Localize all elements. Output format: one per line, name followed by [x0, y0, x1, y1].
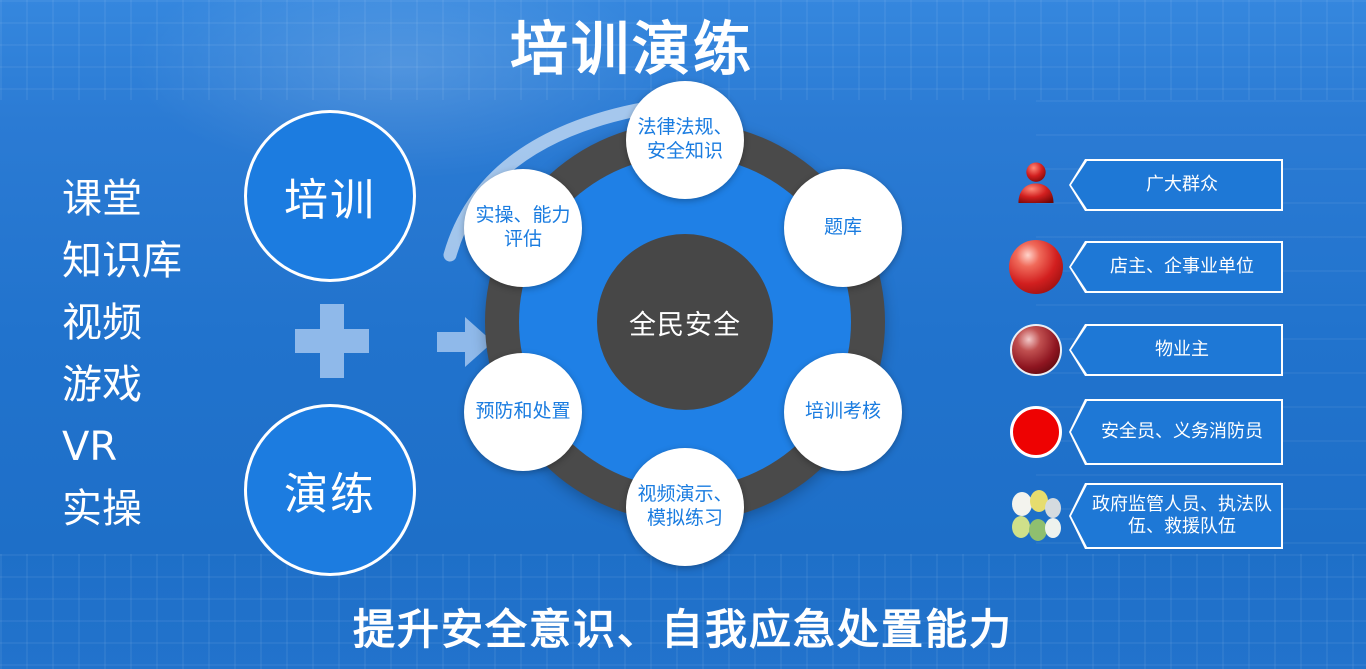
audience-label: 店主、企事业单位	[1110, 255, 1254, 277]
audience-banner: 安全员、义务消防员	[1069, 399, 1283, 465]
left-feature-item: VR	[62, 424, 118, 470]
page-title: 培训演练	[509, 15, 754, 83]
audience-banner: 物业主	[1069, 324, 1283, 376]
sphere-cluster-icon	[1008, 488, 1064, 544]
left-feature-item: 课堂	[62, 176, 142, 222]
satellite-label: 培训考核	[804, 400, 881, 423]
audience-row-government-rescue: 政府监管人员、执法队伍、救援队伍	[1008, 483, 1283, 549]
audience-banner: 店主、企事业单位	[1069, 241, 1283, 293]
drill-circle-label: 演练	[284, 469, 376, 520]
hub-center-label: 全民安全	[629, 309, 741, 341]
left-feature-item: 游戏	[62, 362, 142, 408]
training-circle-label: 培训	[284, 175, 376, 226]
left-feature-item: 知识库	[62, 238, 182, 284]
plus-icon	[295, 304, 369, 378]
satellite-label: 视频演示、模拟练习	[637, 483, 733, 529]
satellite-video-demo-practice: 视频演示、模拟练习	[626, 448, 744, 566]
satellite-label: 实操、能力评估	[475, 204, 571, 250]
audience-row-public: 广大群众	[1008, 157, 1283, 213]
training-circle: 培训	[244, 110, 416, 282]
satellite-laws-safety-knowledge: 法律法规、安全知识	[626, 81, 744, 199]
person-red-icon	[1008, 157, 1064, 213]
hub-center: 全民安全	[597, 234, 773, 410]
satellite-practical-evaluation: 实操、能力评估	[464, 169, 582, 287]
audience-row-property-owners: 物业主	[1008, 322, 1283, 378]
satellite-label: 题库	[823, 216, 862, 239]
audience-label: 物业主	[1155, 338, 1209, 360]
satellite-question-bank: 题库	[784, 169, 902, 287]
footer-slogan: 提升安全意识、自我应急处置能力	[352, 605, 1013, 654]
audience-label: 广大群众	[1146, 173, 1218, 195]
audience-row-safety-officers: 安全员、义务消防员	[1008, 399, 1283, 465]
drill-circle: 演练	[244, 404, 416, 576]
red-sphere-icon	[1008, 239, 1064, 295]
satellite-label: 预防和处置	[475, 400, 571, 423]
satellite-prevention-handling: 预防和处置	[464, 353, 582, 471]
audience-banner: 广大群众	[1069, 159, 1283, 211]
left-feature-list: 课堂 知识库 视频 游戏 VR 实操	[62, 168, 182, 540]
audience-label: 安全员、义务消防员	[1101, 420, 1263, 442]
plus-horizontal-bar	[295, 329, 369, 353]
satellite-training-assessment: 培训考核	[784, 353, 902, 471]
left-feature-item: 视频	[62, 300, 142, 346]
audience-row-shop-owners: 店主、企事业单位	[1008, 239, 1283, 295]
audience-banner: 政府监管人员、执法队伍、救援队伍	[1069, 483, 1283, 549]
dark-red-sphere-icon	[1008, 322, 1064, 378]
left-feature-item: 实操	[62, 486, 142, 532]
hub-diagram: 全民安全 法律法规、安全知识 题库 培训考核 视频演示、模拟练习 预防和处置 实…	[443, 81, 902, 566]
red-disc-icon	[1008, 404, 1064, 460]
satellite-label: 法律法规、安全知识	[637, 116, 733, 162]
audience-label: 政府监管人员、执法队伍、救援队伍	[1092, 493, 1272, 538]
